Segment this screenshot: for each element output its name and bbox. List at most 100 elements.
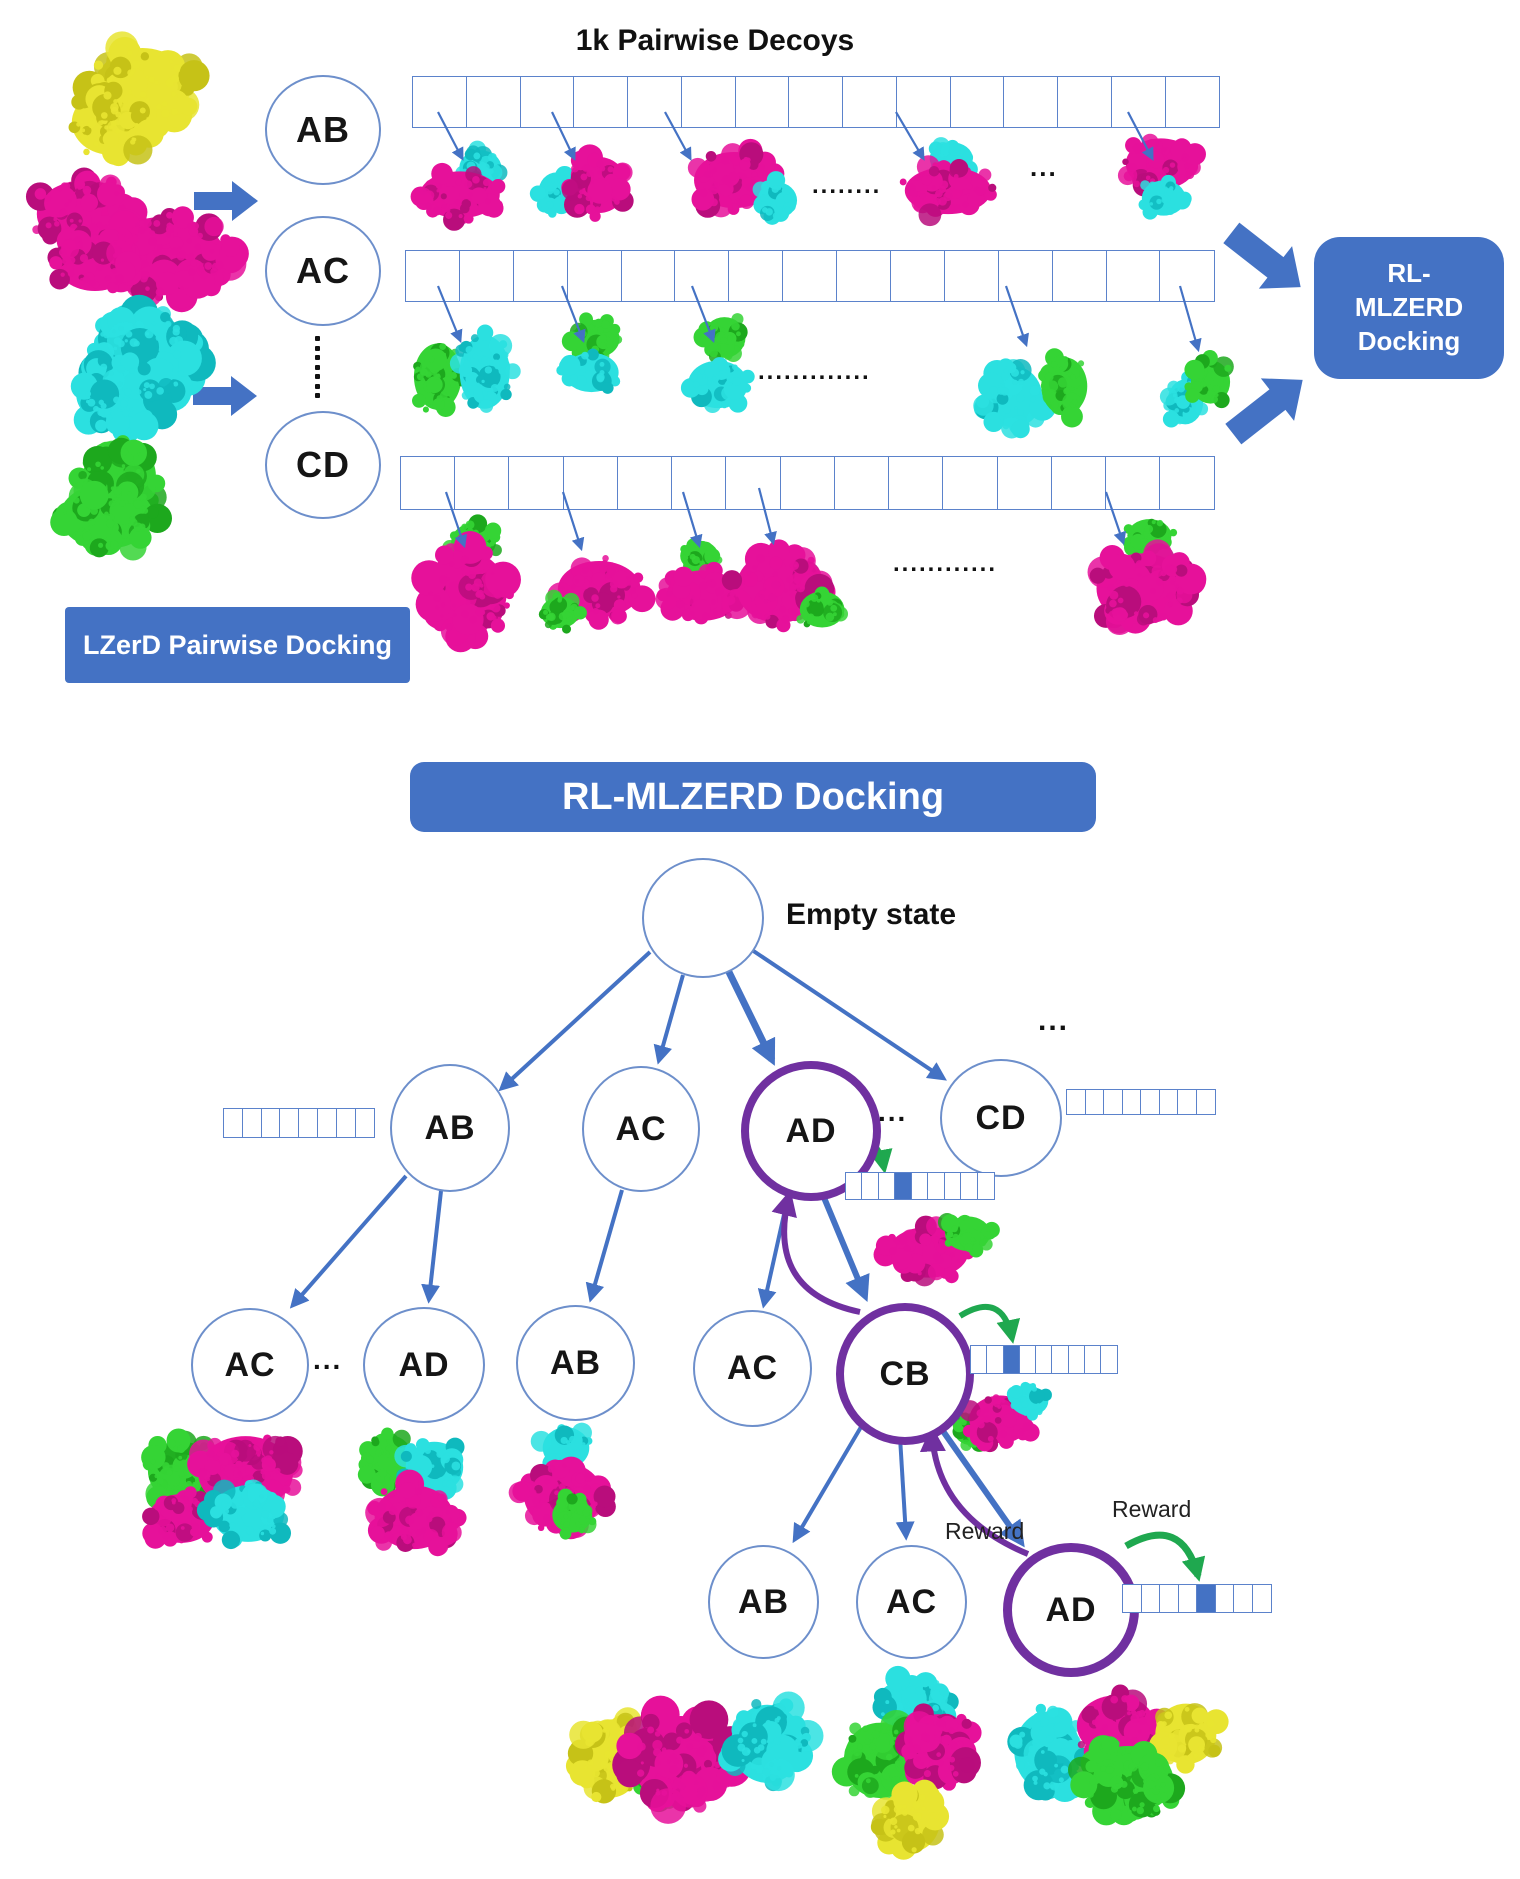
tree-root-empty-state xyxy=(642,858,764,978)
decoy-ac-4 xyxy=(973,348,1088,439)
decoy-ab-4 xyxy=(899,137,997,227)
array-cell xyxy=(458,250,515,302)
array-cell xyxy=(1159,250,1215,302)
array-cell xyxy=(616,456,673,510)
array-cell xyxy=(960,1172,979,1200)
array-cell xyxy=(1251,1584,1272,1613)
decoy-ab-2 xyxy=(529,144,634,222)
tree-l3-ad-label: AD xyxy=(1045,1590,1097,1629)
array-cell xyxy=(1084,1089,1105,1115)
tree-l2-ac2-label: AC xyxy=(726,1349,779,1387)
array-cell xyxy=(627,76,683,128)
reward-label-right: Reward xyxy=(1112,1496,1192,1522)
tree-l1-node-ab: AB xyxy=(390,1064,510,1192)
array-cell xyxy=(842,76,898,128)
array-cell xyxy=(508,456,565,510)
array-cell xyxy=(877,1172,897,1200)
array-cell xyxy=(895,76,952,128)
array-cell xyxy=(465,76,522,128)
block-arrow-icon xyxy=(194,181,258,221)
l2-ellipsis: ... xyxy=(313,1344,343,1375)
tree-l2-ad-label: AD xyxy=(398,1345,450,1384)
tree-l3-node-ac: AC xyxy=(856,1545,967,1659)
array-cell xyxy=(680,76,737,128)
tree-l3-node-ab: AB xyxy=(708,1545,819,1659)
complex-l2-3 xyxy=(508,1422,616,1540)
array-cell xyxy=(788,76,844,128)
array-cell xyxy=(1233,1584,1254,1613)
tree-l2-node-cb-selected: CB xyxy=(836,1303,974,1445)
array-cell xyxy=(927,1172,946,1200)
array-cell-selected xyxy=(1196,1584,1217,1613)
array-cell xyxy=(943,1172,962,1200)
array-cell xyxy=(298,1108,319,1138)
array-cell xyxy=(1159,1584,1180,1613)
tree-l2-node-ac1: AC xyxy=(191,1308,309,1422)
decoy-ac-3 xyxy=(680,313,755,414)
complex-l2-1 xyxy=(141,1428,303,1550)
decoy-ac-2 xyxy=(556,312,623,394)
protein-monomer-c-cyan xyxy=(70,294,216,444)
array-cell xyxy=(1003,76,1059,128)
array-cell xyxy=(512,250,569,302)
row3-ellipsis: ............ xyxy=(893,550,998,577)
section-title-pairwise-decoys: 1k Pairwise Decoys xyxy=(575,24,855,57)
array-cell xyxy=(986,1345,1005,1374)
array-cell xyxy=(620,250,677,302)
array-cell xyxy=(1177,1089,1198,1115)
array-cell xyxy=(845,1172,864,1200)
rl-mlzerd-box: RL- MLZERD Docking xyxy=(1314,237,1504,379)
array-cell xyxy=(335,1108,357,1138)
array-cell xyxy=(1018,1345,1037,1374)
tree-l1-node-ac: AC xyxy=(582,1066,700,1192)
array-cell xyxy=(943,250,1000,302)
array-cell xyxy=(997,250,1054,302)
array-cell xyxy=(1051,250,1108,302)
array-cell xyxy=(260,1108,281,1138)
array-cell xyxy=(1140,1584,1161,1613)
array-cell xyxy=(833,456,890,510)
array-cell xyxy=(1067,1345,1086,1374)
block-arrow-icon xyxy=(193,376,257,416)
complex-l2-2 xyxy=(357,1427,467,1557)
rl-box-line3: Docking xyxy=(1357,325,1461,356)
array-cell xyxy=(734,76,790,128)
tree-l2-ac1-label: AC xyxy=(224,1345,276,1384)
row1-ellipsis-short: ... xyxy=(1030,152,1058,182)
array-cell xyxy=(1214,1584,1235,1613)
array-cell xyxy=(241,1108,263,1138)
decoy-ab-3 xyxy=(687,138,798,225)
reward-label-left: Reward xyxy=(945,1518,1025,1544)
rl-box-line2: MLZERD xyxy=(1354,292,1464,323)
decoy-ab-5 xyxy=(1117,133,1206,220)
array-cell xyxy=(1195,1089,1216,1115)
array-cell xyxy=(888,456,944,510)
array-cell xyxy=(562,456,619,510)
array-cell xyxy=(836,250,892,302)
tree-l3-ab-label: AB xyxy=(737,1582,790,1621)
tree-l2-node-ac2: AC xyxy=(693,1310,812,1427)
complex-final-3 xyxy=(1007,1684,1229,1826)
array-cell xyxy=(861,1172,880,1200)
array-cell xyxy=(1121,1089,1142,1115)
reward-array-l1-ad xyxy=(845,1172,995,1200)
complex-final-2 xyxy=(831,1665,982,1860)
array-cell xyxy=(970,1345,988,1374)
decoy-ab-1 xyxy=(410,140,508,231)
array-cell xyxy=(949,76,1006,128)
array-cell xyxy=(728,250,784,302)
array-cell xyxy=(1164,76,1221,128)
array-cell xyxy=(890,250,946,302)
array-cell xyxy=(1035,1345,1053,1374)
tree-l1-node-cd: CD xyxy=(940,1059,1062,1177)
array-cell xyxy=(1140,1089,1161,1115)
array-cell xyxy=(223,1108,244,1138)
pair-node-ac: AC xyxy=(265,216,381,326)
lzerd-pairwise-docking-box: LZerD Pairwise Docking xyxy=(65,607,410,683)
array-cell xyxy=(1100,1345,1118,1374)
reward-array-l3-ad xyxy=(1122,1584,1272,1613)
array-cell xyxy=(1050,456,1107,510)
complex-l1-ad xyxy=(873,1213,1000,1287)
